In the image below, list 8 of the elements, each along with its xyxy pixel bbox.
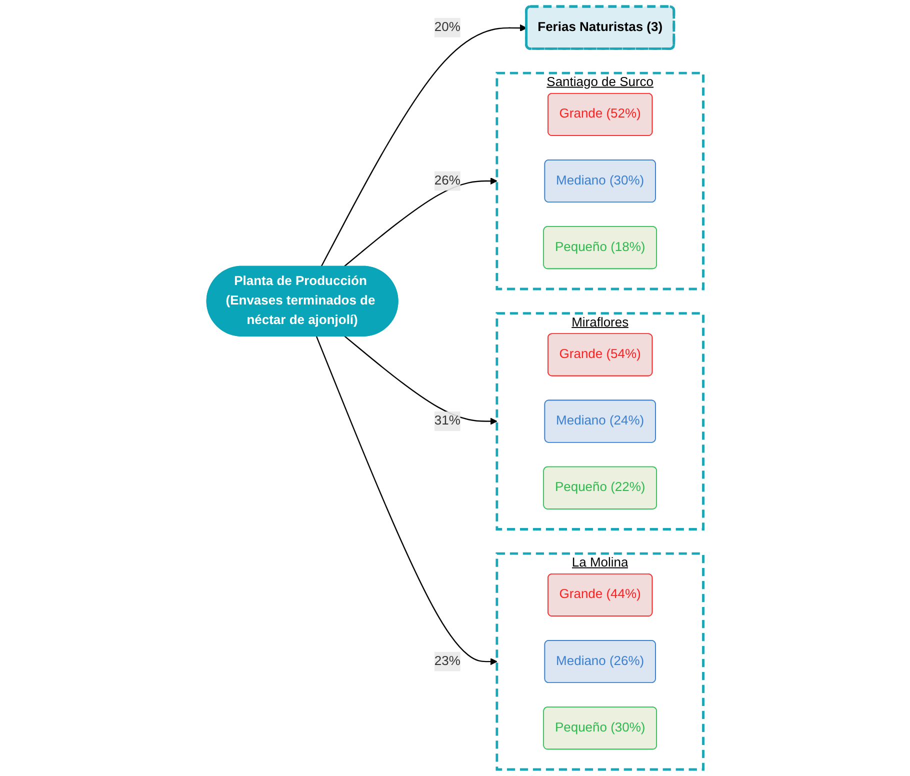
arrow: [344, 177, 498, 267]
arrow: [320, 24, 528, 267]
arrow: [316, 336, 498, 666]
edge-label: 20%: [434, 20, 460, 34]
edge-label: 23%: [434, 654, 460, 668]
edge-label: 26%: [434, 174, 460, 188]
arrow: [344, 336, 498, 425]
edge-label: 31%: [434, 414, 460, 428]
